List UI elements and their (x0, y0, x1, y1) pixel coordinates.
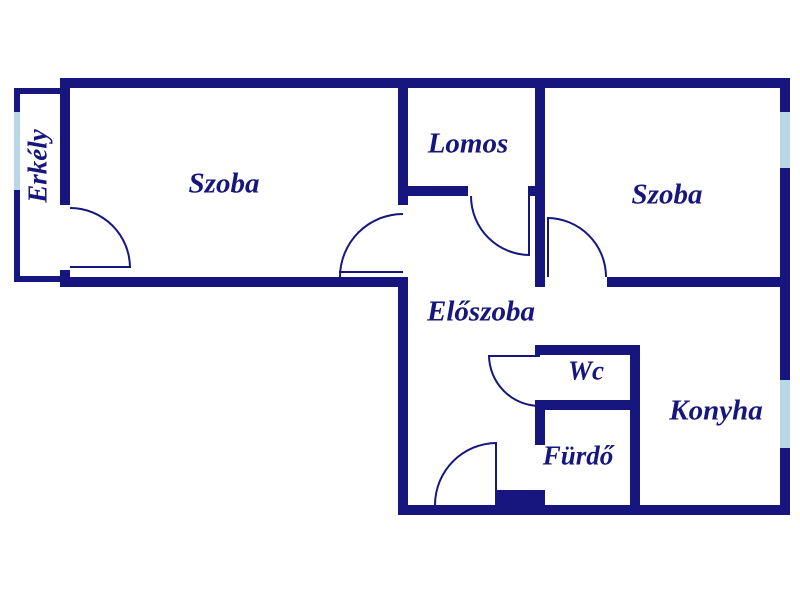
wc-top-wall (535, 345, 640, 355)
entrance-wall-stub (497, 490, 545, 505)
balcony-window (14, 112, 20, 190)
szoba-right-window (780, 112, 790, 168)
room-label-szoba-left: Szoba (188, 167, 260, 200)
balcony-door-leaf (70, 266, 131, 268)
bottom-wall (398, 505, 790, 515)
room-label-erkely: Erkély (22, 129, 53, 203)
szoba-right-bottom-wall (607, 277, 790, 287)
szoba-right-door-leaf (547, 217, 549, 277)
konyha-window (780, 380, 790, 448)
szoba-right-door-arc (547, 217, 607, 277)
hall-left-wall (398, 277, 408, 515)
wc-door-leaf (488, 355, 540, 357)
furdo-left-wall-upper (535, 400, 545, 445)
szoba-left-door-arc (339, 213, 403, 277)
lomos-bottom-wall-left (408, 186, 468, 196)
right-wall (780, 78, 790, 515)
room-label-furdo: Fürdő (542, 440, 614, 471)
wc-furdo-divider-wall (535, 400, 630, 410)
room-label-szoba-right: Szoba (631, 178, 703, 211)
top-wall (60, 78, 790, 88)
entrance-door-arc (434, 442, 497, 505)
room-label-konyha: Konyha (669, 394, 763, 427)
szoba-left-bottom-wall (60, 277, 408, 287)
room-label-eloszoba: Előszoba (427, 295, 535, 328)
room-label-lomos: Lomos (427, 127, 509, 160)
konyha-left-wall (630, 345, 640, 515)
room-label-wc: Wc (568, 355, 604, 386)
balcony-bottom-wall (14, 276, 60, 282)
balcony-top-wall (14, 88, 60, 94)
lomos-door-arc (470, 196, 530, 256)
szoba-left-door-leaf (339, 271, 403, 273)
lomos-door-leaf (528, 196, 530, 256)
lomos-bottom-wall-right (528, 186, 535, 196)
lomos-szoba-right-wall (535, 88, 545, 287)
wc-door-arc (488, 355, 540, 407)
szoba-lomos-wall (398, 88, 408, 205)
left-wall-upper (60, 78, 70, 205)
entrance-door-leaf (495, 442, 497, 505)
balcony-door-arc (70, 207, 131, 268)
